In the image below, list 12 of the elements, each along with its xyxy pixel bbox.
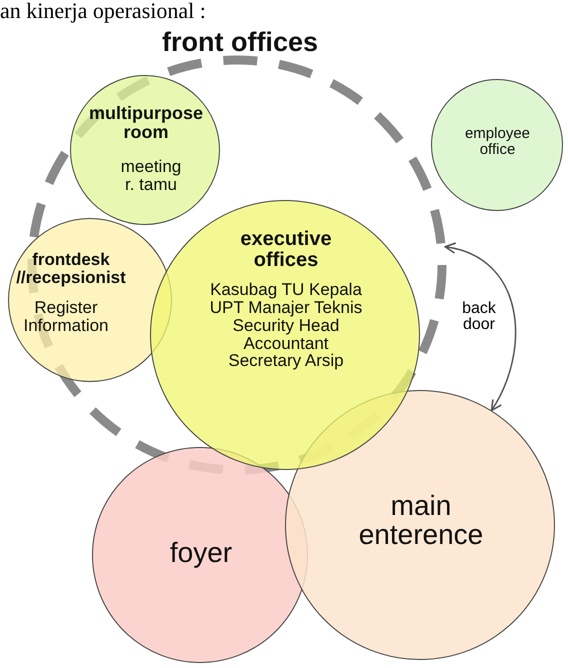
- room-text: meeting r. tamu: [120, 158, 182, 194]
- room-text: Kasubag TU Kepala UPT Manajer Teknis Security Head Accountant Secretary Arsip: [208, 281, 364, 370]
- curved-arrow: [444, 243, 516, 412]
- room-text: Register Information: [22, 299, 110, 335]
- room-text: employee office: [464, 126, 532, 158]
- zone-title: front offices: [160, 28, 319, 56]
- room-title: executive offices: [239, 229, 333, 271]
- room-title: frontdesk //recepsionist: [15, 251, 127, 287]
- room-text: main enterence: [358, 491, 484, 550]
- room-title: multipurpose room: [88, 104, 204, 142]
- room-text: foyer: [168, 538, 234, 568]
- page-text: an kinerja operasional :: [0, 0, 206, 24]
